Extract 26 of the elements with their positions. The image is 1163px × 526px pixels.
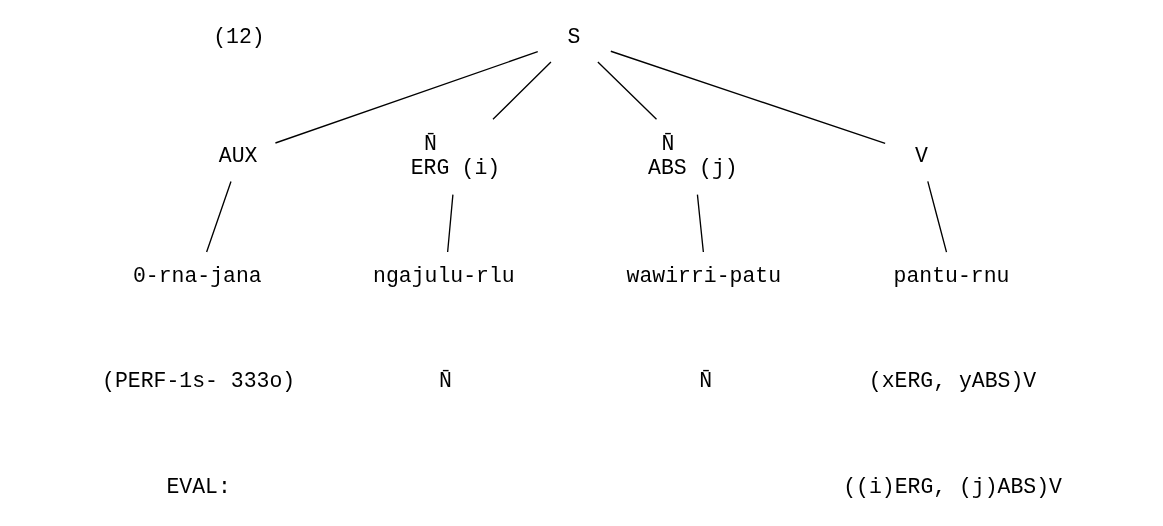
node-text: wawirri-patu [626,263,781,288]
connector [491,61,552,120]
node-text: 0-rna-jana [132,263,262,288]
label: EVAL: [166,475,231,500]
node-label: (i) [461,156,500,181]
label: (12) [212,24,265,49]
connector [446,194,454,253]
node-label: (j) [698,156,738,181]
node-text: N̄ ERG [410,132,449,181]
connector [696,194,704,253]
node-text: N̄ ABS [647,132,687,181]
node-text: AUX [218,144,257,169]
node-text: pantu-rnu [893,263,1009,288]
connector [609,50,886,145]
label: N̄ [438,369,452,394]
label: ((i)ERG, (j)ABS)V [842,475,1062,500]
label: N̄ [698,369,712,394]
connector [274,51,538,144]
connector [926,180,947,253]
connector [205,180,232,253]
node-text: ngajulu-rlu [372,263,515,288]
connector [596,61,657,120]
label: (xERG, yABS)V [868,369,1036,394]
label: (PERF-1s- 333o) [101,369,295,394]
node-text: V [914,144,928,169]
node-text: S [567,24,580,49]
